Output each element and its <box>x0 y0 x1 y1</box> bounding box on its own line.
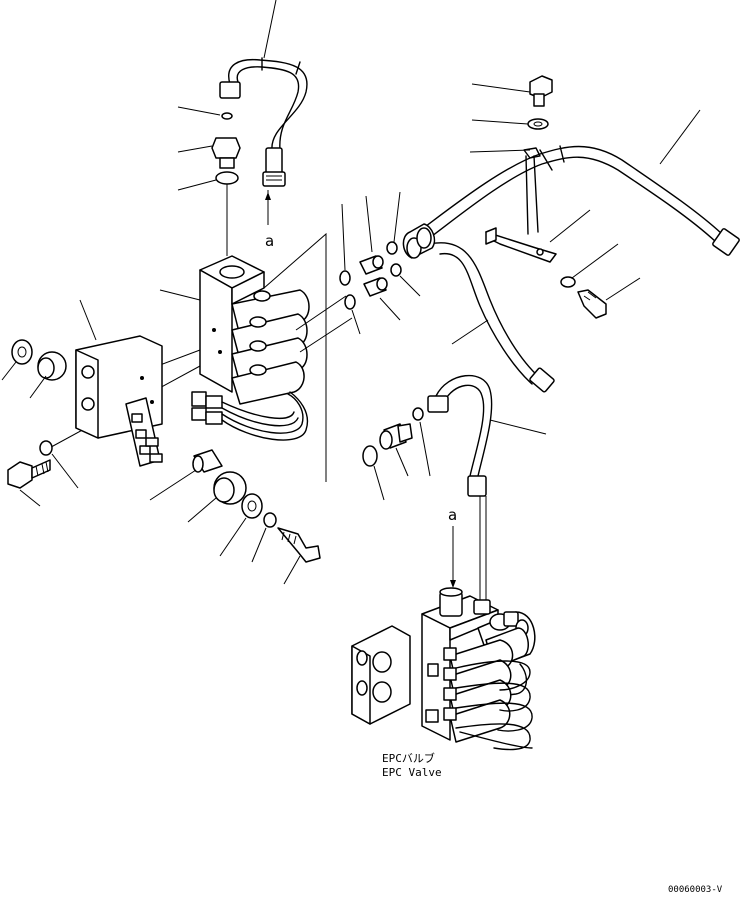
leader-line <box>29 375 47 399</box>
rubber-mount <box>37 351 67 381</box>
o-ring <box>221 112 233 120</box>
leader-line <box>571 243 619 279</box>
leader-line <box>219 517 247 557</box>
hose-end-fitting <box>467 475 487 497</box>
o-ring <box>386 241 398 255</box>
leader-line <box>19 489 41 507</box>
leader-line <box>159 289 201 301</box>
leader-line <box>419 421 431 477</box>
hex-bolt <box>277 527 321 563</box>
hex-bolt <box>7 459 51 489</box>
hex-bolt <box>577 289 607 319</box>
rubber-mount <box>241 493 263 519</box>
caption-jp: EPCバルブ <box>382 751 435 765</box>
leader-line <box>177 106 221 116</box>
arrow-head <box>450 580 456 588</box>
leader-line <box>79 299 97 341</box>
leader-line <box>605 277 641 301</box>
leader-line <box>469 149 531 153</box>
adapter-fitting <box>211 137 241 169</box>
adapter-fitting <box>379 423 413 450</box>
solenoid-stack <box>231 289 310 405</box>
leader-line <box>471 83 531 93</box>
long-hose-right <box>417 145 740 256</box>
leader-line <box>549 209 591 243</box>
elbow-adapter <box>359 255 388 297</box>
leader-line <box>251 527 267 563</box>
o-ring <box>215 171 239 185</box>
rubber-mount <box>11 339 33 365</box>
wire-loop <box>221 391 309 441</box>
valve-block <box>191 255 310 441</box>
leader-line <box>341 203 361 335</box>
connector <box>205 411 223 425</box>
caption-en: EPC Valve <box>382 766 442 779</box>
hose-end-fitting <box>427 395 449 413</box>
rubber-mount <box>213 471 247 505</box>
leader-line <box>149 469 197 501</box>
spacer <box>192 449 223 473</box>
leader-line <box>263 0 277 59</box>
o-ring <box>390 263 402 277</box>
hose-elbow <box>402 223 436 259</box>
epc-valve-assembly <box>351 587 536 751</box>
leader-line <box>393 191 421 297</box>
o-ring <box>412 407 424 421</box>
leader-line <box>451 319 489 345</box>
leader-line <box>395 447 409 477</box>
hose-clamp-bracket <box>485 147 557 263</box>
hose-end-fitting <box>265 147 283 175</box>
wire-loop <box>221 393 304 434</box>
o-ring <box>339 270 351 286</box>
leader-line <box>187 497 217 523</box>
leader-line <box>471 119 529 125</box>
leader-line <box>177 179 217 191</box>
connector <box>191 407 207 421</box>
leader-line <box>373 465 385 501</box>
leader-line <box>51 453 79 489</box>
washer <box>527 118 549 130</box>
wire-loop <box>221 401 295 419</box>
leader-line <box>365 195 401 321</box>
epc-hose <box>427 374 493 497</box>
o-ring <box>362 445 378 467</box>
hose-nut <box>262 171 286 187</box>
reference-line <box>263 232 327 482</box>
washer <box>39 440 53 456</box>
arrow-head <box>265 192 271 200</box>
bolt-top <box>529 75 553 107</box>
marker-a-upper: a <box>265 232 274 250</box>
connector <box>205 395 223 409</box>
leader-line <box>283 555 301 585</box>
washer <box>560 276 576 288</box>
leader-line <box>489 419 547 435</box>
drawing-code: 00060003-V <box>668 885 723 895</box>
connector <box>191 391 207 407</box>
terminal-plate <box>125 397 163 467</box>
leader-line <box>1 361 17 381</box>
lower-long-hose <box>429 242 555 393</box>
upper-hose <box>219 57 308 187</box>
marker-a-lower: a <box>448 506 457 524</box>
leader-line <box>177 145 213 153</box>
centerline <box>295 295 353 353</box>
o-ring <box>344 294 356 310</box>
hose-end-fitting <box>219 81 241 99</box>
washer <box>263 512 277 528</box>
leader-line <box>659 109 701 165</box>
wire-loop <box>221 407 299 427</box>
